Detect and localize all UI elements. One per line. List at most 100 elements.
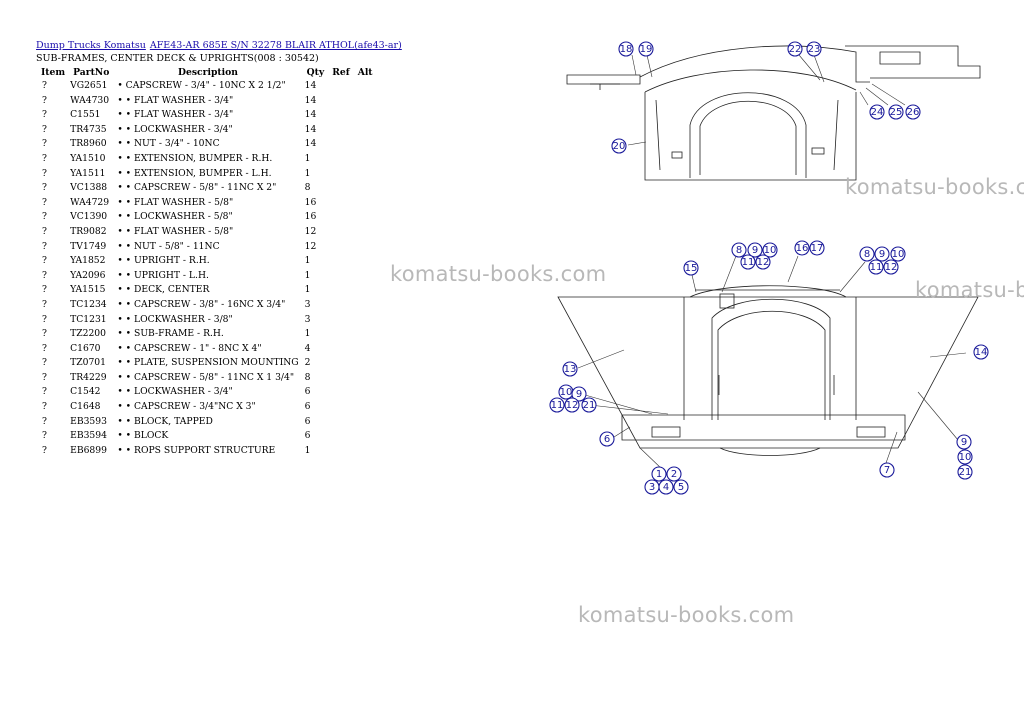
- row-qty-cell: 8: [304, 182, 311, 194]
- svg-text:12: 12: [885, 262, 898, 273]
- table-row: ?TR9082• • FLAT WASHER - 5/8"12: [36, 225, 376, 240]
- row-item-cell: ?: [42, 371, 47, 383]
- svg-text:8: 8: [864, 249, 870, 260]
- row-qty-cell: 2: [304, 357, 311, 369]
- callout-number: 19: [638, 41, 654, 57]
- table-row: ?C1551• • FLAT WASHER - 3/4"14: [36, 108, 376, 123]
- table-row: ?YA2096• • UPRIGHT - L.H.1: [36, 269, 376, 284]
- svg-text:9: 9: [752, 245, 758, 256]
- table-row: ?TC1231• • LOCKWASHER - 3/8"3: [36, 313, 376, 328]
- callout-number: 21: [957, 464, 973, 480]
- row-item-cell: ?: [42, 328, 47, 340]
- table-row: ?VC1390• • LOCKWASHER - 5/8"16: [36, 210, 376, 225]
- row-qty-cell: 6: [304, 415, 311, 427]
- row-partno-cell: VG2651: [70, 80, 108, 91]
- row-qty-cell: 12: [304, 225, 317, 237]
- svg-text:9: 9: [576, 389, 582, 400]
- row-description-cell: • • CAPSCREW - 3/8" - 16NC X 3/4": [117, 298, 286, 310]
- row-description-cell: • • FLAT WASHER - 5/8": [117, 225, 234, 237]
- row-partno-cell: TZ0701: [70, 357, 107, 369]
- row-description-cell: • CAPSCREW - 3/4" - 10NC X 2 1/2": [117, 80, 286, 91]
- callout-number: 8: [859, 246, 875, 262]
- table-row: ?TR4229• • CAPSCREW - 5/8" - 11NC X 1 3/…: [36, 371, 376, 386]
- svg-text:12: 12: [566, 400, 579, 411]
- page-subtitle: SUB-FRAMES, CENTER DECK & UPRIGHTS(008 :…: [36, 53, 319, 64]
- row-qty-cell: 16: [304, 196, 317, 208]
- svg-text:11: 11: [870, 262, 883, 273]
- row-qty-cell: 6: [304, 401, 311, 413]
- row-partno-cell: YA1511: [70, 167, 106, 179]
- callout-number: 21: [581, 397, 597, 413]
- svg-text:26: 26: [907, 107, 920, 118]
- parts-table-header: Item PartNo Description Qty Ref Alt: [36, 66, 376, 79]
- row-qty-cell: 3: [304, 298, 311, 310]
- table-row: ?TZ2200• • SUB-FRAME - R.H.1: [36, 327, 376, 342]
- svg-text:6: 6: [604, 434, 610, 445]
- row-item-cell: ?: [42, 240, 47, 252]
- row-description-cell: • • BLOCK, TAPPED: [117, 415, 213, 427]
- row-description-cell: • • PLATE, SUSPENSION MOUNTING: [117, 357, 299, 369]
- watermark-text: komatsu-books.com: [915, 278, 1024, 302]
- row-item-cell: ?: [42, 357, 47, 369]
- row-item-cell: ?: [42, 80, 47, 91]
- row-description-cell: • • CAPSCREW - 5/8" - 11NC X 2": [117, 182, 277, 194]
- callout-number: 24: [869, 104, 885, 120]
- row-item-cell: ?: [42, 138, 47, 150]
- row-partno-cell: TC1234: [70, 298, 107, 310]
- table-row: ?YA1510• • EXTENSION, BUMPER - R.H.1: [36, 152, 376, 167]
- svg-text:25: 25: [890, 107, 903, 118]
- callout-number: 9: [747, 242, 763, 258]
- breadcrumb-link-category[interactable]: Dump Trucks Komatsu: [36, 40, 146, 51]
- row-qty-cell: 8: [304, 371, 311, 383]
- svg-text:4: 4: [663, 482, 669, 493]
- col-partno: PartNo: [73, 67, 110, 78]
- table-row: ? VG2651 • CAPSCREW - 3/4" - 10NC X 2 1/2"…: [36, 79, 376, 94]
- svg-text:17: 17: [811, 243, 824, 254]
- row-qty-cell: 1: [304, 284, 311, 296]
- row-description-cell: • • CAPSCREW - 5/8" - 11NC X 1 3/4": [117, 371, 295, 383]
- row-description-cell: • • NUT - 3/4" - 10NC: [117, 138, 220, 150]
- svg-text:12: 12: [757, 257, 770, 268]
- row-description-cell: • • FLAT WASHER - 5/8": [117, 196, 234, 208]
- row-description-cell: • • LOCKWASHER - 3/4": [117, 123, 233, 135]
- row-qty-cell: 14: [304, 138, 317, 150]
- svg-text:21: 21: [959, 467, 972, 478]
- watermark-text: komatsu-books.com: [845, 175, 1024, 199]
- row-description-cell: • • SUB-FRAME - R.H.: [117, 328, 224, 340]
- row-qty-cell: 14: [304, 109, 317, 121]
- table-row: ?WA4730• • FLAT WASHER - 3/4"14: [36, 94, 376, 109]
- row-qty-cell: 3: [304, 313, 311, 325]
- col-description: Description: [178, 67, 238, 78]
- svg-text:1: 1: [656, 469, 662, 480]
- row-description-cell: • • UPRIGHT - L.H.: [117, 269, 209, 281]
- callout-number: 12: [883, 259, 899, 275]
- row-description-cell: • • CAPSCREW - 1" - 8NC X 4": [117, 342, 262, 354]
- callout-number: 1: [651, 466, 667, 482]
- table-row: ?WA4729• • FLAT WASHER - 5/8"16: [36, 196, 376, 211]
- row-description-cell: • • LOCKWASHER - 3/4": [117, 386, 233, 398]
- callout-number: 17: [809, 240, 825, 256]
- row-qty-cell: 1: [304, 444, 311, 456]
- row-item-cell: ?: [42, 298, 47, 310]
- row-partno-cell: TV1749: [70, 240, 107, 252]
- svg-text:24: 24: [871, 107, 884, 118]
- row-item-cell: ?: [42, 94, 47, 106]
- row-description-cell: • • LOCKWASHER - 3/8": [117, 313, 233, 325]
- callout-number: 25: [888, 104, 904, 120]
- row-description-cell: • • BLOCK: [117, 430, 169, 442]
- row-qty-cell: 1: [304, 269, 311, 281]
- row-partno-cell: C1551: [70, 109, 101, 121]
- table-row: ?C1670• • CAPSCREW - 1" - 8NC X 4"4: [36, 342, 376, 357]
- svg-text:15: 15: [685, 263, 698, 274]
- callout-number: 10: [890, 246, 906, 262]
- row-qty-cell: 1: [304, 152, 311, 164]
- breadcrumb-link-model[interactable]: AFE43-AR 685E S/N 32278 BLAIR ATHOL(afe4…: [149, 40, 402, 51]
- row-partno-cell: TZ2200: [70, 328, 107, 340]
- row-item-cell: ?: [42, 444, 47, 456]
- callout-number: 4: [658, 479, 674, 495]
- row-item-cell: ?: [42, 401, 47, 413]
